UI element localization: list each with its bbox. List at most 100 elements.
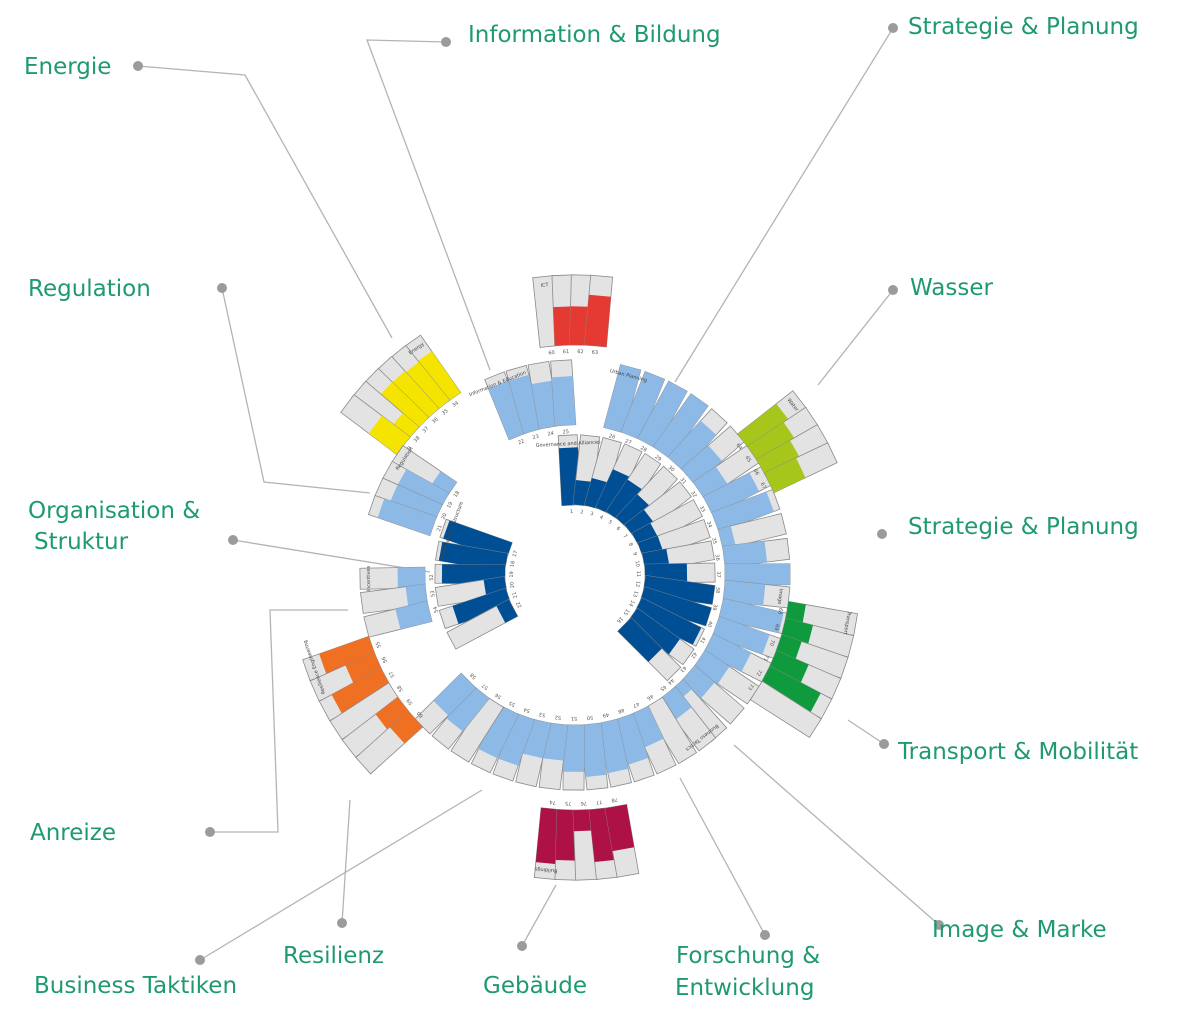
bar-value (626, 608, 680, 655)
label-energie: Energie (24, 54, 111, 80)
leader-line-forschung (679, 777, 766, 936)
bar-transport-73: 73 (746, 680, 822, 738)
tick-label: 60 (548, 350, 555, 357)
tick-label: 34 (705, 521, 713, 529)
bar-value (638, 586, 712, 626)
tick-label: 46 (646, 693, 655, 701)
bar-governance-16: 16 (615, 615, 682, 682)
dot-resilienz (337, 918, 347, 928)
group-name-ict: ICT (540, 282, 550, 289)
bar-value (496, 599, 518, 623)
bar-strategy_outer-36: 36 (714, 537, 791, 568)
bar-buildings-78: 78 (604, 796, 640, 878)
tick-label: 40 (705, 620, 713, 628)
bar-value (629, 706, 664, 748)
tick-label: 21 (511, 591, 519, 599)
leader-line-regulation (221, 287, 371, 494)
label-organisation-line1: Organisation & (28, 498, 200, 524)
bar-value (551, 375, 576, 426)
bar-value (508, 374, 545, 434)
bar-strategy_outer-34: 34 (705, 489, 781, 533)
dot-business-taktiken (195, 955, 205, 965)
bar-strategy_outer-32: 32 (689, 444, 760, 500)
bar-value (595, 469, 631, 516)
tick-label: 74 (549, 799, 556, 806)
dot-strategie-planung-top (888, 23, 898, 33)
bar-business-50: 50 (579, 714, 609, 791)
bar-value (737, 403, 790, 452)
bar-value (756, 440, 801, 479)
bar-governance-15: 15 (622, 608, 695, 666)
bar-value (681, 445, 723, 485)
bar-info-25: 25 (550, 359, 577, 435)
bar-value (703, 472, 760, 516)
tick-label: 41 (698, 636, 706, 644)
tick-label: 73 (746, 682, 754, 691)
bar-value (681, 665, 715, 699)
tick-label: 76 (580, 800, 587, 806)
leader-line-transport (847, 719, 885, 745)
bar-value (388, 371, 439, 424)
bar-value (433, 673, 476, 716)
tick-label: 55 (508, 699, 516, 707)
group-name-buildings: Buildings (534, 865, 558, 873)
bar-strategy_outer-27: 27 (620, 370, 666, 446)
bar-value (747, 422, 796, 465)
tick-label: 15 (622, 608, 631, 617)
tick-label: 10 (633, 560, 640, 567)
tick-label: 20 (440, 512, 448, 520)
tick-label: 35 (441, 408, 450, 417)
tick-label: 39 (711, 603, 718, 611)
bar-value (375, 697, 412, 732)
tick-label: 62 (577, 349, 584, 355)
tick-label: 35 (710, 537, 717, 545)
tick-label: 70 (768, 639, 776, 647)
leader-dots (133, 23, 944, 965)
bar-value (759, 666, 821, 713)
bar-value (711, 491, 774, 533)
tick-label: 44 (666, 677, 675, 686)
tick-label: 57 (388, 670, 396, 678)
label-information-bildung: Information & Bildung (468, 22, 721, 48)
tick-label: 49 (602, 711, 610, 718)
dot-energie (133, 61, 143, 71)
tick-label: 38 (714, 586, 721, 593)
tick-label: 5 (607, 519, 613, 526)
tick-label: 12 (634, 580, 641, 587)
bar-value (603, 364, 641, 433)
bar-governance-5: 5 (605, 452, 662, 526)
bar-strategy_outer-37: 37 (715, 563, 791, 586)
tick-label: 65 (744, 455, 753, 464)
tick-label: 9 (631, 552, 638, 557)
bar-wasser-64: 64 (735, 390, 807, 452)
bar-value (396, 469, 449, 511)
dot-transport (879, 739, 889, 749)
tick-label: 77 (596, 798, 603, 805)
tick-label: 6 (615, 526, 621, 533)
label-strategie-planung-mid: Strategie & Planung (908, 514, 1139, 540)
leader-lines (137, 27, 940, 961)
label-anreize: Anreize (30, 820, 116, 846)
tick-label: 2 (580, 509, 584, 515)
bar-business-47: 47 (628, 700, 677, 775)
tick-label: 16 (615, 615, 624, 624)
bar-value (620, 371, 665, 440)
bar-strategy_outer-33: 33 (698, 466, 772, 516)
tick-label: 24 (547, 431, 554, 438)
label-business-taktiken: Business Taktiken (34, 973, 237, 999)
dot-gebaeude (517, 941, 527, 951)
tick-label: 37 (422, 426, 431, 435)
bar-value (563, 724, 585, 772)
bar-group-energie: 343536373839Energy (340, 334, 462, 455)
leader-line-anreize (210, 609, 348, 833)
bar-value (718, 598, 784, 633)
tick-label: 45 (659, 683, 668, 692)
tick-label: 58 (469, 671, 478, 680)
bar-value (613, 713, 649, 765)
bar-wasser-66: 66 (752, 424, 829, 479)
